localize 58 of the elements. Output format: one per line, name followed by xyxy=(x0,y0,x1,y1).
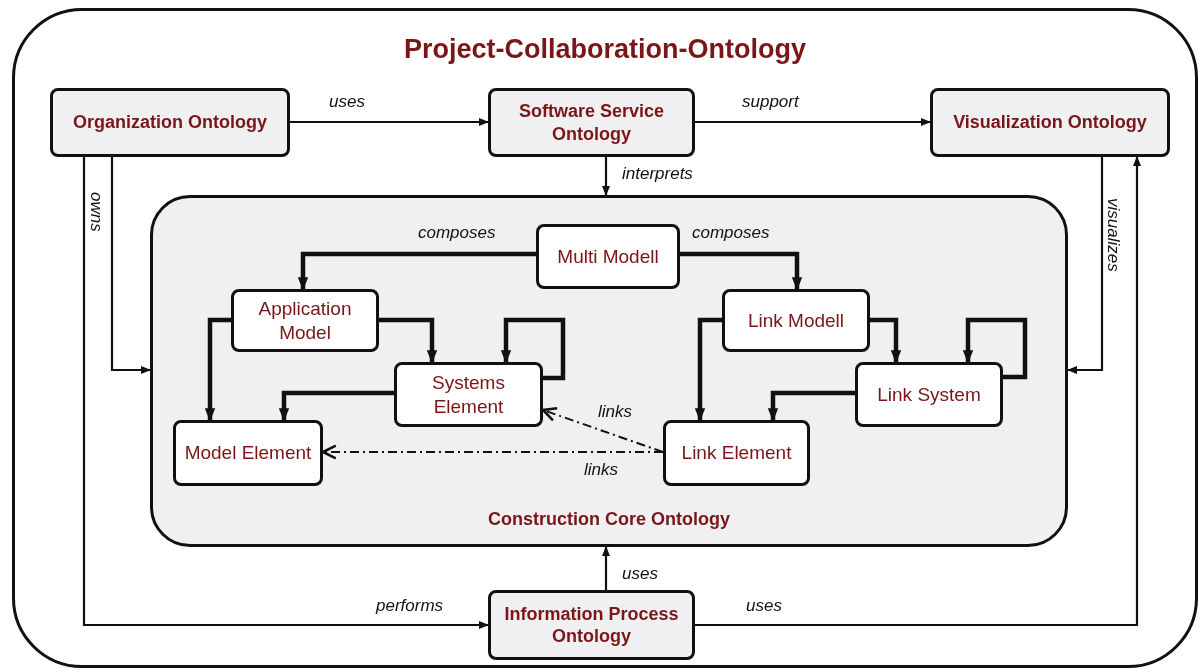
arrow xyxy=(290,118,489,126)
arrow xyxy=(694,317,722,422)
edge-label: performs xyxy=(374,596,445,616)
edge-label: support xyxy=(741,92,801,112)
arrow xyxy=(962,317,1028,380)
arrow xyxy=(680,251,803,291)
edge-label: visualizes xyxy=(1103,197,1123,274)
model-box xyxy=(722,289,870,352)
arrow xyxy=(602,546,610,590)
box-label: Visualization Ontology xyxy=(953,111,1147,134)
ontology-box xyxy=(930,88,1170,157)
ontology-box xyxy=(488,590,695,660)
arrow xyxy=(767,390,855,422)
edge-label: links xyxy=(597,402,633,422)
arrow xyxy=(1067,157,1104,374)
box-label: Software Service Ontology xyxy=(517,100,666,145)
edge-label: links xyxy=(583,460,619,480)
ontology-container xyxy=(150,195,1068,547)
arrow xyxy=(297,251,536,291)
arrow xyxy=(110,157,151,374)
box-label: Application Model xyxy=(257,296,353,345)
model-box xyxy=(663,420,810,486)
box-label: Systems Element xyxy=(431,370,506,419)
model-box xyxy=(855,362,1003,427)
arrow xyxy=(278,390,394,422)
model-box xyxy=(394,362,543,427)
model-box xyxy=(173,420,323,486)
box-label: Information Process Ontology xyxy=(503,602,680,648)
box-label: Organization Ontology xyxy=(73,111,267,134)
container-label: Construction Core Ontology xyxy=(488,507,730,530)
edge-label: uses xyxy=(621,564,659,584)
arrow xyxy=(82,157,489,629)
box-label: Link Element xyxy=(681,441,792,465)
arrow xyxy=(695,118,931,126)
edge-label: uses xyxy=(328,92,366,112)
arrow xyxy=(602,157,610,196)
edge-label: interprets xyxy=(621,164,694,184)
edge-label: uses xyxy=(745,596,783,616)
model-box xyxy=(536,224,680,289)
model-box xyxy=(231,289,379,352)
arrow xyxy=(321,444,664,460)
frame-title: Project-Collaboration-Ontology xyxy=(404,33,806,66)
box-label: Link Modell xyxy=(747,308,845,333)
ontology-box xyxy=(50,88,290,157)
edge-label: owns xyxy=(86,191,106,234)
box-label: Multi Modell xyxy=(557,244,659,269)
arrow xyxy=(695,156,1141,627)
arrow xyxy=(204,317,231,422)
box-label: Model Element xyxy=(184,441,312,465)
arrow xyxy=(500,317,566,381)
outer-frame xyxy=(12,8,1198,668)
edge-label: composes xyxy=(417,223,497,243)
edge-label: composes xyxy=(691,223,771,243)
ontology-box xyxy=(488,88,695,157)
arrow xyxy=(870,317,902,364)
box-label: Link System xyxy=(877,382,981,407)
arrow xyxy=(379,317,438,364)
arrow xyxy=(541,406,664,453)
